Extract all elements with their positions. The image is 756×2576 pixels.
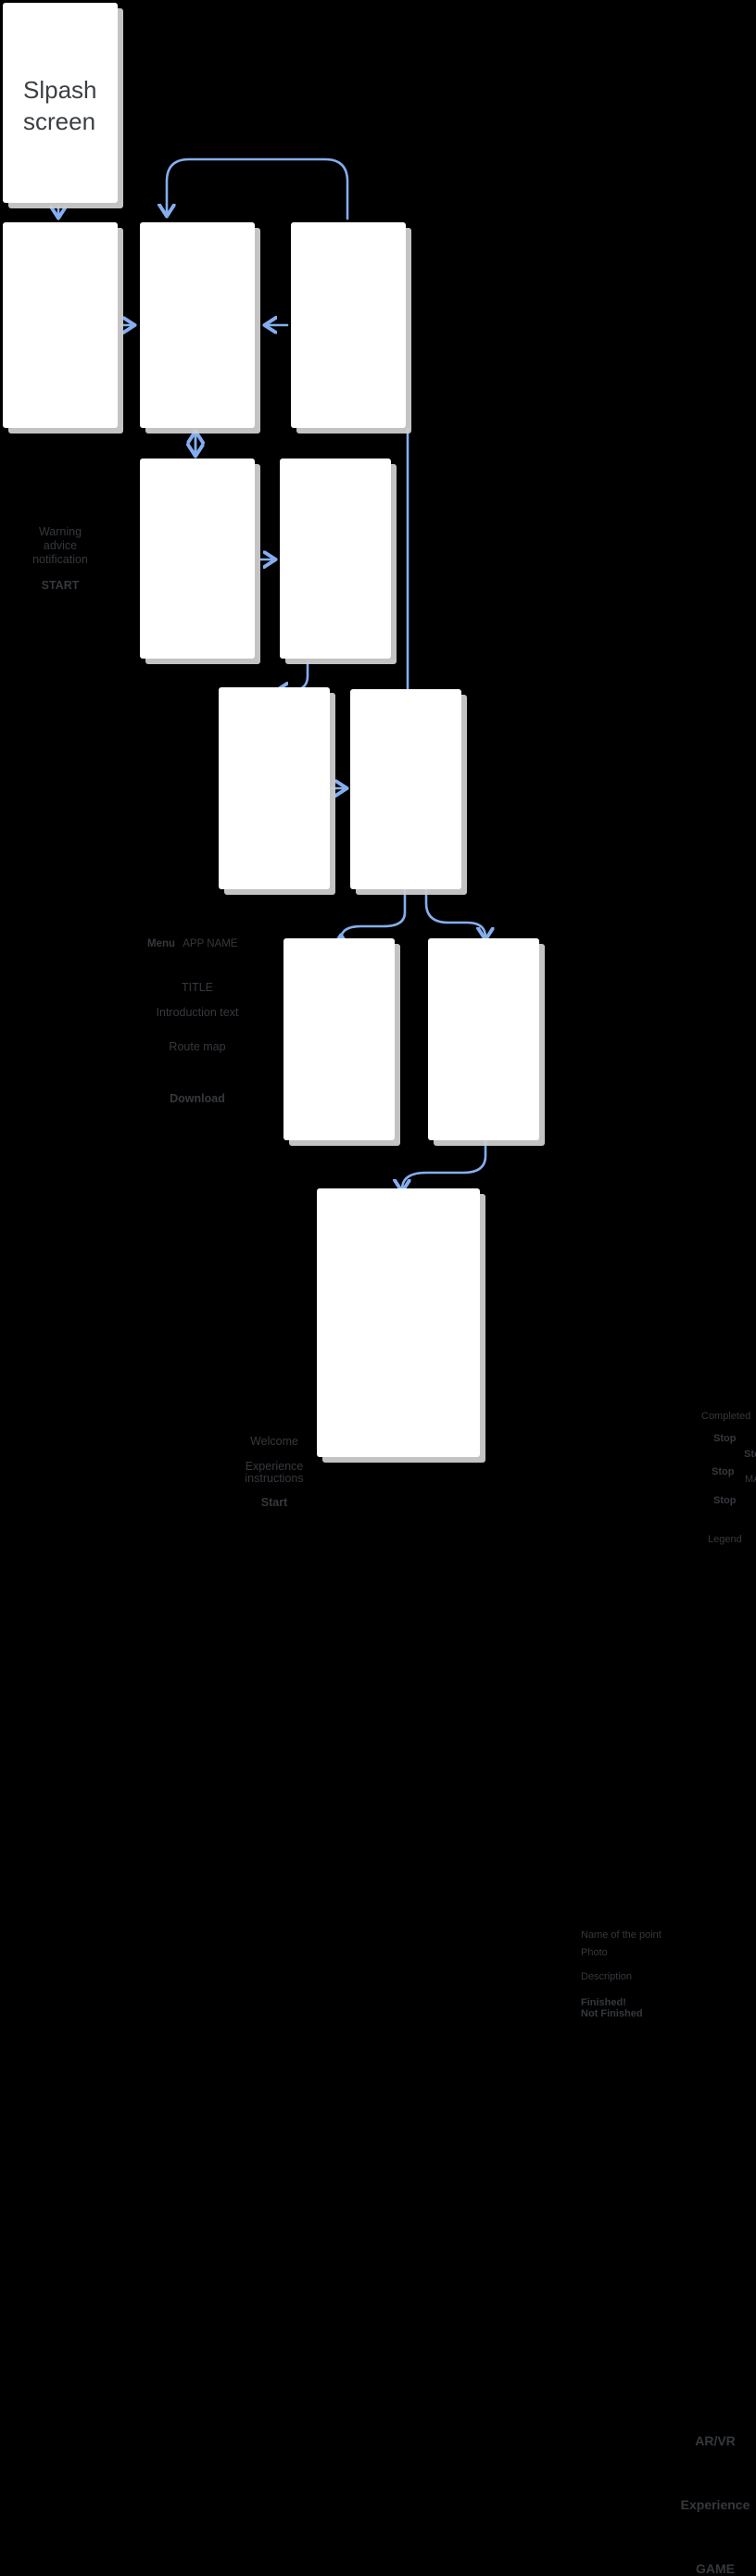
warning-line3: notification xyxy=(32,553,88,566)
arvr-label: AR/VR xyxy=(695,2433,736,2448)
download-button[interactable]: Download xyxy=(170,1092,225,1105)
intro-title: TITLE xyxy=(181,981,214,994)
completed-label: Completed xyxy=(701,1411,751,1422)
welcome-start-button[interactable]: Start xyxy=(260,1496,288,1509)
route-map-label: Route map xyxy=(169,1040,226,1053)
screen-menu-panel[interactable]: Menu Home Experience A Experience B Help… xyxy=(291,222,406,639)
map-stop-6[interactable]: Stop xyxy=(713,1495,737,1506)
welcome-title: Welcome xyxy=(250,1435,298,1448)
start-button[interactable]: START xyxy=(41,579,80,592)
screen-arvr[interactable]: AR/VR Experience GAME xyxy=(317,1188,750,2576)
screen-game-intro[interactable]: Exit Name of the point Description Start… xyxy=(428,938,539,1140)
screen-splash[interactable]: Slpash screen xyxy=(3,3,118,203)
legend-label[interactable]: Legend xyxy=(708,1534,742,1545)
point-description: Description xyxy=(581,1971,633,1982)
screen-warning[interactable]: Warning advice notification START xyxy=(3,222,118,592)
point-finished-label[interactable]: Finished! xyxy=(581,1997,626,2008)
menu-label[interactable]: Menu xyxy=(147,938,176,949)
app-name-label: APP NAME xyxy=(183,938,238,949)
welcome-instructions-line1: Experience xyxy=(245,1460,304,1473)
intro-header: Menu APP NAME xyxy=(147,937,237,951)
screen-experience-select[interactable]: Menu APP NAME EXPERIENCE A EXPERIENCE B xyxy=(140,222,255,590)
screen-point-detail[interactable]: Name of the point Photo Description Fini… xyxy=(284,938,662,2019)
welcome-instructions-line2: instructions xyxy=(245,1472,304,1485)
map-stop-3[interactable]: Stop xyxy=(744,1449,756,1460)
point-name: Name of the point xyxy=(581,1929,662,1941)
splash-title-line2: screen xyxy=(23,107,96,135)
flowchart-canvas: Slpash screen Warning advice notificatio… xyxy=(3,3,756,2576)
point-photo-label: Photo xyxy=(581,1947,608,1958)
arvr-game-label: GAME xyxy=(696,2561,735,2576)
map-stop-4[interactable]: Stop xyxy=(712,1466,735,1477)
warning-line1: Warning xyxy=(38,525,82,538)
point-not-finished-label[interactable]: Not Finished xyxy=(581,2008,643,2019)
splash-title-line1: Slpash xyxy=(23,76,97,104)
arvr-experience-label: Experience xyxy=(680,2497,750,2512)
map-stop-1[interactable]: Stop xyxy=(713,1433,737,1444)
screen-downloading: Downloading... xyxy=(280,459,391,1028)
screen-intro[interactable]: Menu APP NAME TITLE Introduction text Ro… xyxy=(140,459,255,1105)
map-center-label: MAP xyxy=(745,1474,756,1485)
screen-map[interactable]: Menu APP NAME Completed MyPosition Stop … xyxy=(350,689,756,1545)
intro-text: Introduction text xyxy=(156,1006,239,1019)
warning-line2: advice xyxy=(43,539,78,552)
screen-welcome[interactable]: Welcome Experience instructions Start xyxy=(219,687,330,1509)
